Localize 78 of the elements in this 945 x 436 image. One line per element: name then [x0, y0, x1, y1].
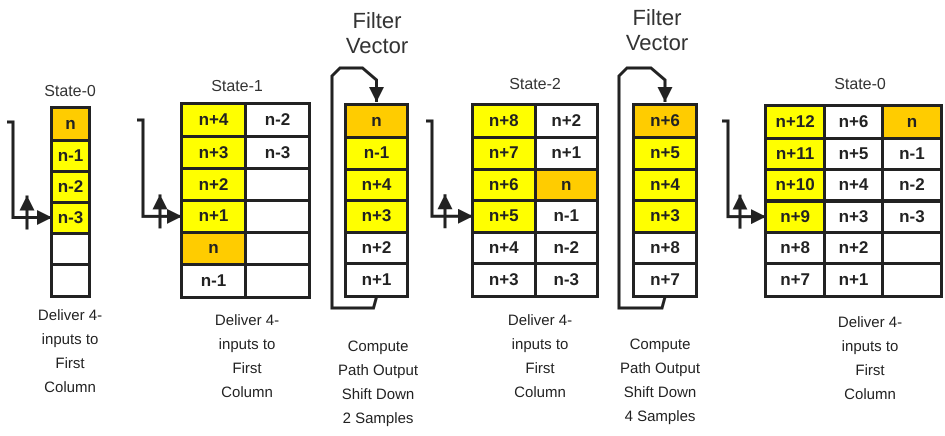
table-heading: Filter Vector [344, 8, 410, 59]
register-table [180, 102, 311, 299]
register-cell: n-3 [884, 202, 940, 231]
register-table [344, 103, 409, 298]
register-cell: n+4 [826, 171, 881, 200]
register-cell: n+9 [767, 202, 824, 231]
register-cell: n+1 [183, 202, 244, 231]
register-cell: n+10 [767, 171, 824, 200]
register-cell: n-1 [884, 140, 940, 168]
register-cell: n+8 [474, 106, 534, 136]
caption-text: Deliver 4-inputs to First Column [214, 311, 280, 403]
caption-text: Compute Path Output Shift Down 2 Samples [336, 337, 420, 429]
register-cell: n-1 [183, 266, 244, 296]
register-cell: n-2 [53, 172, 88, 200]
register-cell: n-1 [536, 202, 596, 230]
caption-text: Deliver 4-inputs to First Column [837, 313, 903, 405]
register-cell: n-3 [536, 265, 596, 295]
caption-text: Deliver 4-inputs to First Column [37, 306, 103, 398]
register-cell: n+5 [474, 202, 534, 230]
caption-text: Compute Path Output Shift Down 4 Samples [618, 335, 702, 427]
caption-text: Deliver 4-inputs to First Column [507, 311, 573, 403]
register-cell [884, 265, 940, 295]
register-cell: n+4 [635, 170, 695, 199]
table-heading: State-0 [43, 83, 97, 102]
register-cell: n+4 [183, 105, 244, 136]
register-table [50, 106, 91, 298]
register-cell: n-1 [347, 139, 406, 168]
register-cell: n+3 [347, 202, 406, 230]
register-cell: n-2 [247, 105, 308, 136]
register-cell [53, 234, 88, 262]
register-cell [247, 266, 308, 296]
register-cell: n [536, 170, 596, 199]
register-table [632, 103, 698, 298]
register-cell: n+3 [474, 265, 534, 295]
register-cell: n+1 [826, 265, 881, 295]
table-heading: Filter Vector [624, 5, 690, 56]
register-cell [247, 202, 308, 231]
register-cell [884, 234, 940, 262]
register-cell: n+6 [826, 107, 881, 137]
register-cell: n+8 [767, 234, 824, 262]
register-cell: n+2 [826, 234, 881, 262]
register-cell: n-1 [53, 142, 88, 170]
register-cell: n+1 [536, 139, 596, 168]
register-cell [53, 266, 88, 295]
register-cell: n+6 [635, 106, 695, 136]
register-cell: n-3 [247, 138, 308, 168]
register-cell: n+7 [635, 265, 695, 295]
table-heading: State-1 [210, 78, 264, 96]
register-cell: n [347, 106, 406, 136]
register-cell: n+2 [347, 234, 406, 262]
register-cell: n+7 [767, 265, 824, 295]
register-cell: n+3 [826, 202, 881, 231]
register-cell: n+3 [635, 202, 695, 230]
register-cell: n+5 [635, 139, 695, 168]
register-cell: n+4 [474, 234, 534, 262]
register-cell: n-2 [884, 171, 940, 200]
register-table [764, 104, 943, 298]
register-cell: n+2 [536, 106, 596, 136]
register-table [471, 103, 599, 298]
register-cell: n [53, 109, 88, 138]
register-cell: n-3 [53, 204, 88, 232]
register-cell: n+1 [347, 265, 406, 295]
register-cell: n+6 [474, 170, 534, 199]
register-cell: n [183, 234, 244, 263]
table-heading: State-0 [833, 76, 887, 94]
register-cell: n-2 [536, 234, 596, 262]
register-cell: n+7 [474, 139, 534, 168]
register-cell: n [884, 107, 940, 137]
register-cell: n+8 [635, 234, 695, 262]
register-cell: n+11 [767, 140, 824, 168]
register-cell: n+4 [347, 170, 406, 199]
register-cell: n+12 [767, 107, 824, 137]
register-cell: n+2 [183, 170, 244, 199]
register-cell: n+3 [183, 138, 244, 168]
register-cell [247, 170, 308, 199]
table-heading: State-2 [508, 76, 562, 94]
register-cell: n+5 [826, 140, 881, 168]
register-cell [247, 234, 308, 263]
